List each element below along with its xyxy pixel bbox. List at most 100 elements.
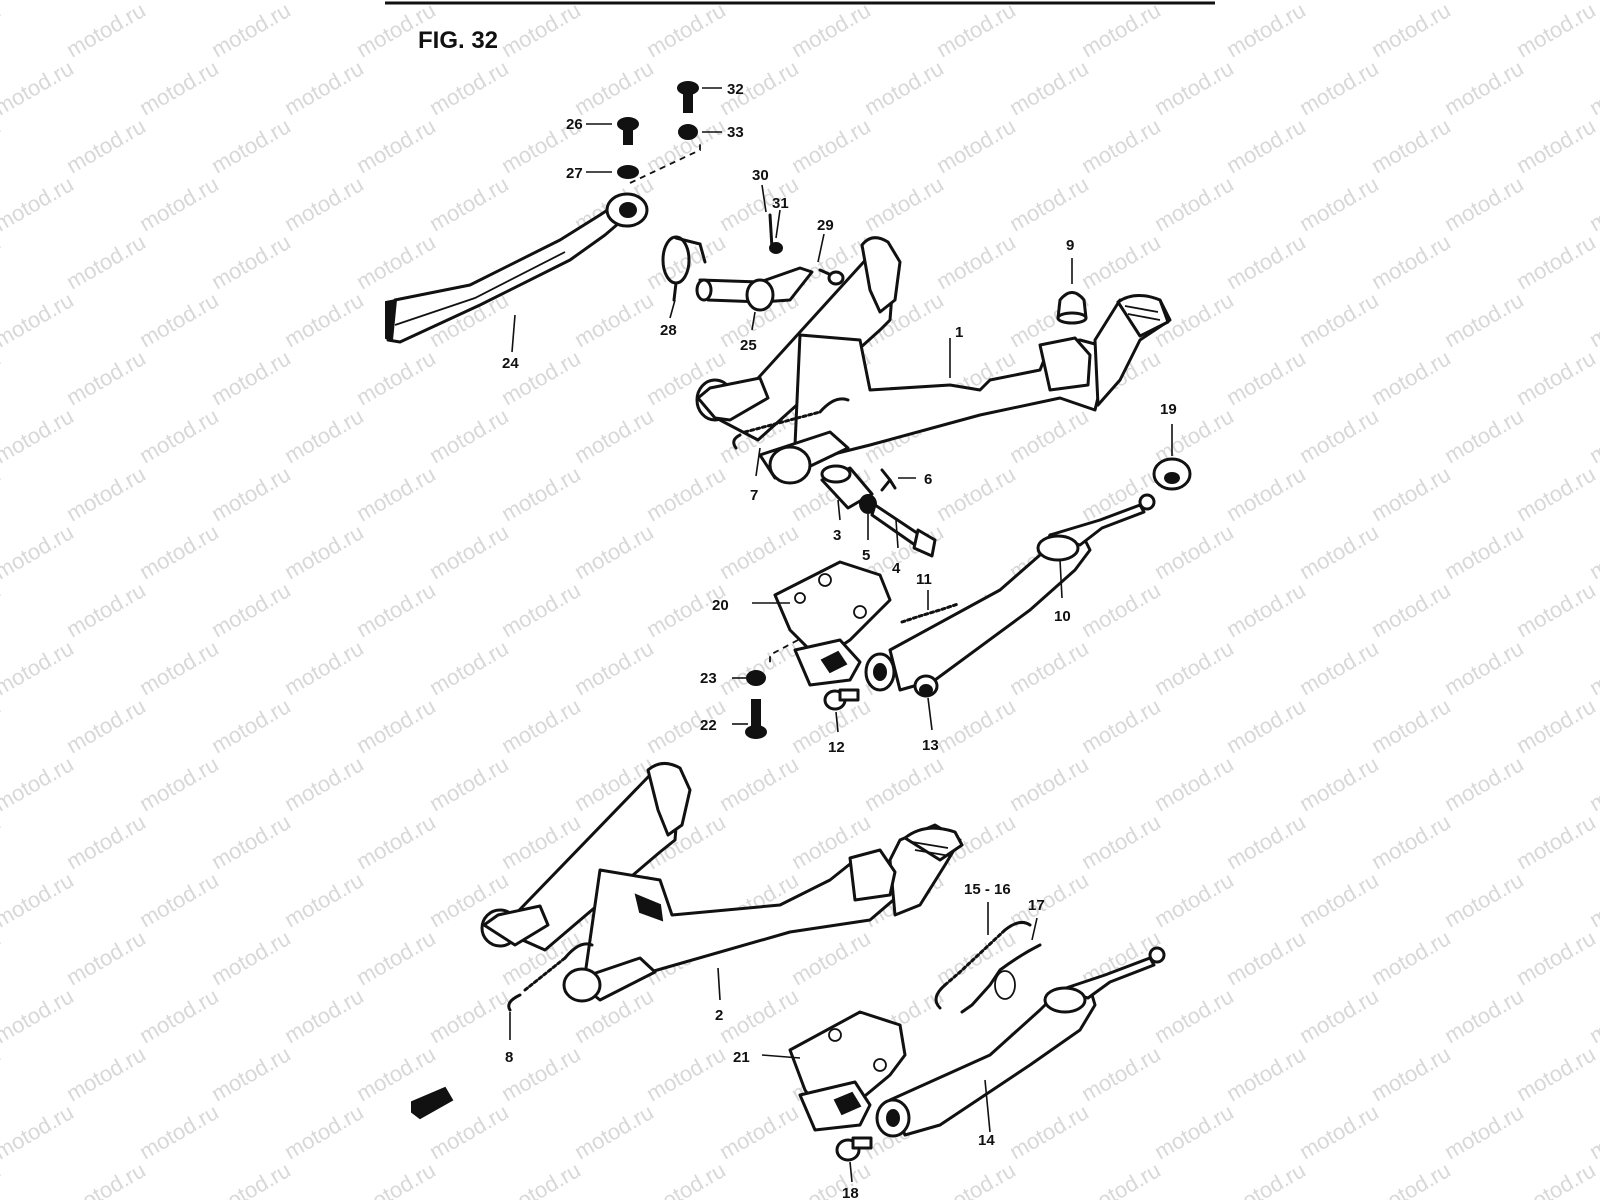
watermark-text: motod.ru (135, 55, 223, 120)
part-27-washer (617, 165, 639, 179)
watermark-text: motod.ru (932, 461, 1020, 526)
watermark-text: motod.ru (642, 0, 730, 62)
part-8-spring (507, 942, 594, 1012)
part-19-grommet (1152, 457, 1192, 491)
watermark-text: motod.ru (1440, 0, 1528, 4)
watermark-text: motod.ru (1295, 867, 1383, 932)
watermark-text: motod.ru (715, 519, 803, 584)
watermark-text: motod.ru (1512, 925, 1600, 990)
watermark-text: motod.ru (1222, 1157, 1310, 1200)
watermark-text: motod.ru (280, 171, 368, 236)
watermark-text: motod.ru (1440, 403, 1528, 468)
watermark-text: motod.ru (932, 113, 1020, 178)
watermark-text: motod.ru (425, 983, 513, 1048)
watermark-text: motod.ru (1150, 751, 1238, 816)
part-22-bolt (745, 699, 767, 739)
watermark-text: motod.ru (570, 1099, 658, 1164)
watermark-text: motod.ru (1440, 519, 1528, 584)
watermark-text: motod.ru (860, 751, 948, 816)
watermark-text: motod.ru (280, 0, 368, 4)
watermark-text: motod.ru (1222, 0, 1310, 62)
assembly-dashline-24 (629, 140, 701, 184)
watermark-text: motod.ru (0, 1099, 78, 1164)
watermark-text: motod.ru (1077, 0, 1165, 62)
watermark-text: motod.ru (787, 113, 875, 178)
callout-5: 5 (862, 547, 870, 564)
part-17-clip (960, 943, 1042, 1014)
part-11-spring (900, 602, 960, 624)
watermark-text: motod.ru (570, 403, 658, 468)
callout-11: 11 (916, 571, 932, 588)
watermark-text: motod.ru (1077, 113, 1165, 178)
watermark-text: motod.ru (1585, 55, 1600, 120)
watermark-text: motod.ru (570, 635, 658, 700)
watermark-text: motod.ru (1367, 113, 1455, 178)
watermark-text: motod.ru (1295, 55, 1383, 120)
watermark-text: motod.ru (1512, 0, 1600, 62)
callout-32: 32 (727, 81, 744, 98)
watermark-text: motod.ru (425, 55, 513, 120)
callout-9: 9 (1066, 237, 1074, 254)
watermark-text: motod.ru (0, 925, 5, 990)
watermark-text: motod.ru (497, 693, 585, 758)
watermark-text: motod.ru (1440, 983, 1528, 1048)
watermark-text: motod.ru (1512, 113, 1600, 178)
watermark-text: motod.ru (352, 113, 440, 178)
watermark-text: motod.ru (62, 461, 150, 526)
watermark-text: motod.ru (62, 693, 150, 758)
watermark-text: motod.ru (1295, 983, 1383, 1048)
watermark-text: motod.ru (1367, 1041, 1455, 1106)
watermark-text: motod.ru (642, 1041, 730, 1106)
watermark-text: motod.ru (497, 461, 585, 526)
watermark-text: motod.ru (1222, 925, 1310, 990)
callout-26: 26 (566, 116, 583, 133)
watermark-text: motod.ru (62, 345, 150, 410)
watermark-text: motod.ru (280, 751, 368, 816)
watermark-text: motod.ru (1367, 0, 1455, 62)
watermark-text: motod.ru (1512, 1041, 1600, 1106)
watermark-text: motod.ru (207, 0, 295, 62)
watermark-text: motod.ru (0, 0, 5, 62)
watermark-text: motod.ru (0, 519, 78, 584)
callout-28: 28 (660, 322, 677, 339)
callout-3: 3 (833, 527, 841, 544)
watermark-text: motod.ru (1150, 983, 1238, 1048)
watermark-text: motod.ru (62, 809, 150, 874)
watermark-text: motod.ru (1367, 1157, 1455, 1200)
watermark-text: motod.ru (1222, 1041, 1310, 1106)
watermark-text: motod.ru (207, 577, 295, 642)
watermark-text: motod.ru (1367, 809, 1455, 874)
part-9-cap (1056, 291, 1088, 325)
watermark-text: motod.ru (207, 1041, 295, 1106)
watermark-text: motod.ru (62, 1157, 150, 1200)
callout-25: 25 (740, 337, 757, 354)
watermark-text: motod.ru (0, 1157, 5, 1200)
watermark-text: motod.ru (352, 345, 440, 410)
watermark-text: motod.ru (352, 809, 440, 874)
watermark-text: motod.ru (425, 171, 513, 236)
watermark-text: motod.ru (1585, 519, 1600, 584)
watermark-text: motod.ru (1077, 809, 1165, 874)
callout-8: 8 (505, 1049, 513, 1066)
watermark-text: motod.ru (207, 809, 295, 874)
part-3-collar (820, 464, 874, 510)
watermark-text: motod.ru (860, 55, 948, 120)
watermark-text: motod.ru (787, 0, 875, 62)
watermark-text: motod.ru (1295, 519, 1383, 584)
watermark-text: motod.ru (1512, 461, 1600, 526)
watermark-text: motod.ru (280, 519, 368, 584)
part-20-bracket (773, 560, 892, 687)
watermark-text: motod.ru (1295, 0, 1383, 4)
watermark-text: motod.ru (1150, 55, 1238, 120)
watermark-text: motod.ru (1295, 403, 1383, 468)
watermark-text: motod.ru (280, 403, 368, 468)
watermark-text: motod.ru (1150, 1099, 1238, 1164)
watermark-text: motod.ru (135, 867, 223, 932)
watermark-text: motod.ru (280, 867, 368, 932)
watermark-text: motod.ru (1150, 635, 1238, 700)
watermark-text: motod.ru (1440, 171, 1528, 236)
watermark-text: motod.ru (280, 1099, 368, 1164)
watermark-text: motod.ru (135, 983, 223, 1048)
watermark-text: motod.ru (932, 229, 1020, 294)
